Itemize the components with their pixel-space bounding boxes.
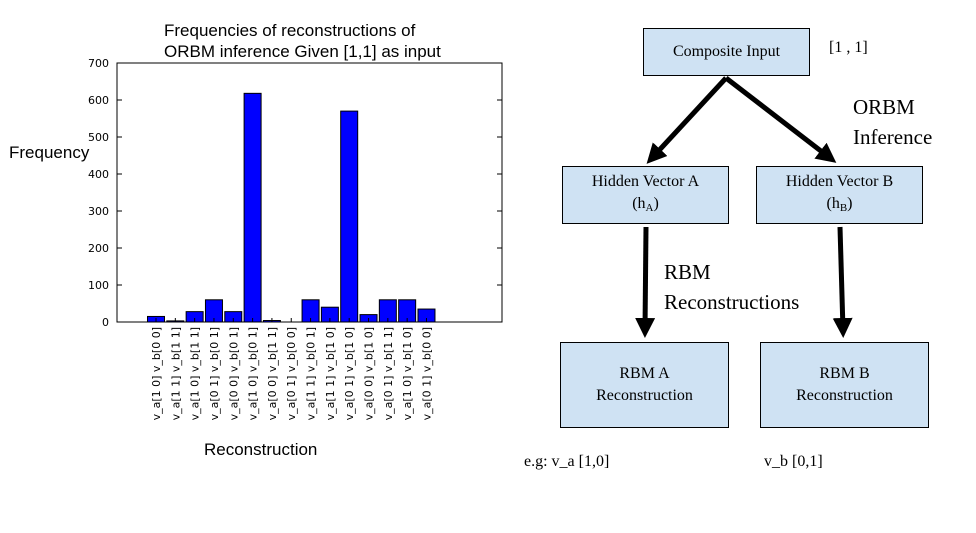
y-tick-label-0: 0 — [102, 316, 109, 329]
chart-title-line-2: ORBM inference Given [1,1] as input — [164, 42, 441, 61]
orbm-inference-line-1: ORBM — [853, 95, 915, 119]
composite-input-box: Composite Input — [643, 28, 810, 76]
bar-10 — [340, 110, 359, 323]
example-b-label: v_b [0,1] — [764, 453, 823, 470]
x-category-label-9: v_a[1 1] v_b[1 0] — [324, 327, 337, 420]
example-a-label: e.g: v_a [1,0] — [524, 453, 610, 470]
frequency-bar-chart: Frequencies of reconstructions of ORBM i… — [9, 21, 503, 459]
y-tick-label-5: 500 — [88, 131, 109, 144]
x-category-label-12: v_a[0 1] v_b[1 1] — [382, 327, 395, 420]
y-tick-label-2: 200 — [88, 242, 109, 255]
chart-title-line-1: Frequencies of reconstructions of — [164, 21, 416, 40]
x-category-label-11: v_a[0 0] v_b[1 0] — [363, 327, 376, 420]
x-category-label-14: v_a[0 1] v_b[0 0] — [420, 327, 433, 420]
hidden-vector-a-symbol: (hA) — [632, 195, 659, 214]
rbm-reconstructions-label: RBM Reconstructions — [664, 257, 799, 317]
x-category-label-10: v_a[0 1] v_b[1 0] — [343, 327, 356, 420]
plot-area-frame — [116, 62, 503, 323]
rbm-b-label-line-2: Reconstruction — [796, 387, 893, 404]
bars-group — [147, 92, 436, 323]
y-tick-label-3: 300 — [88, 205, 109, 218]
hidden-vector-b-box: Hidden Vector B (hB) — [756, 166, 923, 224]
x-category-label-3: v_a[0 1] v_b[0 1] — [208, 327, 221, 420]
rbm-reconstructions-line-2: Reconstructions — [664, 290, 800, 314]
hidden-vector-a-label: Hidden Vector A — [591, 173, 700, 190]
rbm-a-reconstruction-box: RBM A Reconstruction — [560, 342, 729, 428]
x-category-label-2: v_a[1 0] v_b[1 1] — [189, 327, 202, 420]
y-tick-label-7: 700 — [88, 57, 109, 70]
arrow-hidden-a-to-rbm-a — [635, 226, 656, 338]
y-tick-label-4: 400 — [88, 168, 109, 181]
rbm-b-label-line-1: RBM B — [819, 365, 870, 382]
arrow-input-to-hidden-a — [646, 76, 728, 164]
composite-input-label: Composite Input — [672, 43, 781, 60]
x-category-label-5: v_a[1 0] v_b[0 1] — [247, 327, 260, 420]
rbm-b-reconstruction-box: RBM B Reconstruction — [760, 342, 929, 428]
orbm-inference-line-2: Inference — [853, 125, 933, 149]
y-tick-label-1: 100 — [88, 279, 109, 292]
rbm-a-label-line-2: Reconstruction — [596, 387, 693, 404]
hidden-vector-b-symbol: (hB) — [826, 195, 853, 214]
x-category-label-4: v_a[0 0] v_b[0 1] — [227, 327, 240, 420]
x-category-label-0: v_a[1 0] v_b[0 0] — [150, 327, 163, 420]
x-category-label-1: v_a[1 1] v_b[1 1] — [169, 327, 182, 420]
orbm-inference-label: ORBM Inference — [853, 92, 932, 152]
rbm-a-label-line-1: RBM A — [619, 365, 670, 382]
x-category-label-13: v_a[1 0] v_b[1 0] — [401, 327, 414, 420]
arrow-hidden-b-to-rbm-b — [832, 226, 853, 338]
arrow-input-to-hidden-b — [724, 76, 837, 163]
bar-5 — [243, 92, 262, 323]
x-axis-label: Reconstruction — [204, 440, 317, 459]
x-category-label-6: v_a[0 0] v_b[1 1] — [266, 327, 279, 420]
hidden-vector-b-label: Hidden Vector B — [785, 173, 894, 190]
rbm-reconstructions-line-1: RBM — [664, 260, 711, 284]
hidden-vector-a-box: Hidden Vector A (hA) — [562, 166, 729, 224]
input-value-label: [1 , 1] — [829, 39, 868, 56]
y-axis-label: Frequency — [9, 143, 90, 162]
x-category-label-8: v_a[1 1] v_b[0 1] — [305, 327, 318, 420]
y-ticks-group: 0 100 200 300 400 500 600 700 — [88, 57, 502, 329]
x-category-label-7: v_a[0 1] v_b[0 0] — [285, 327, 298, 420]
category-labels-group: v_a[1 0] v_b[0 0] v_a[1 1] v_b[1 1] v_a[1 … — [150, 318, 433, 420]
y-tick-label-6: 600 — [88, 94, 109, 107]
